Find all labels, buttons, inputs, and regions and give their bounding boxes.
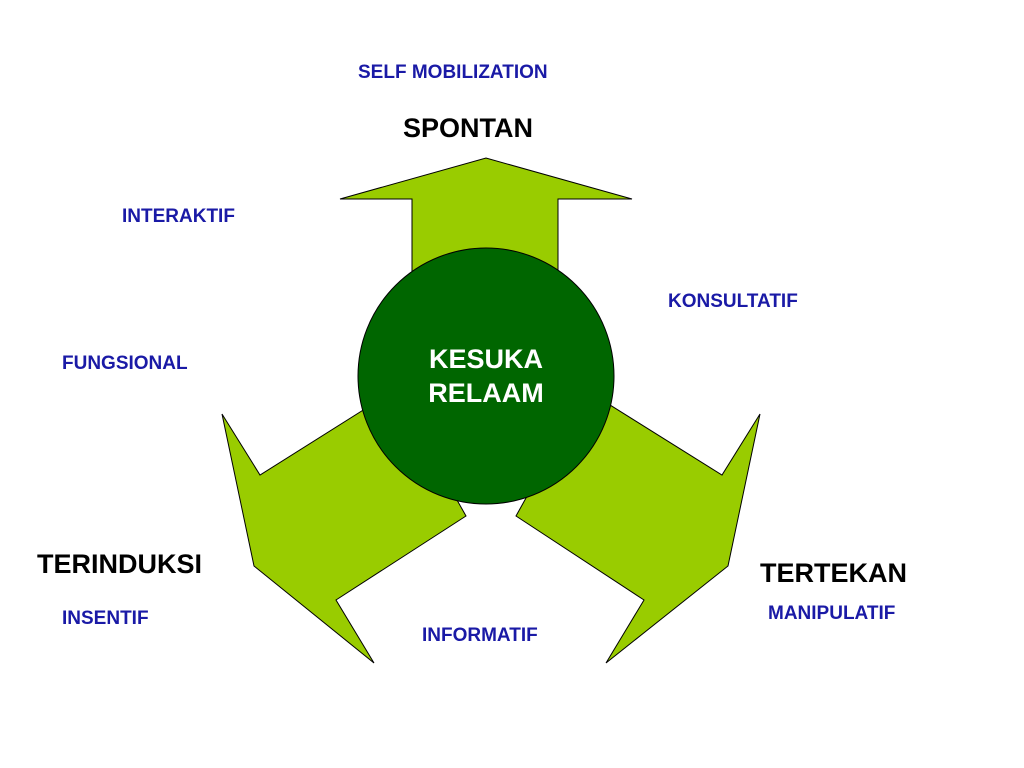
label-interaktif: INTERAKTIF [122, 206, 235, 227]
center-label-line1: KESUKA [428, 344, 543, 374]
label-tertekan: TERTEKAN [760, 558, 907, 588]
center-circle [357, 247, 615, 505]
label-spontan: SPONTAN [403, 113, 534, 143]
label-terinduksi: TERINDUKSI [37, 549, 203, 579]
label-informatif: INFORMATIF [422, 625, 538, 646]
label-self-mobilization: SELF MOBILIZATION [358, 62, 548, 83]
center-label-line2: RELAAM [428, 378, 544, 408]
label-fungsional: FUNGSIONAL [62, 353, 188, 374]
label-insentif: INSENTIF [62, 608, 149, 629]
label-manipulatif: MANIPULATIF [768, 603, 896, 624]
label-konsultatif: KONSULTATIF [668, 291, 798, 312]
center-label: KESUKA RELAAM [358, 248, 614, 504]
